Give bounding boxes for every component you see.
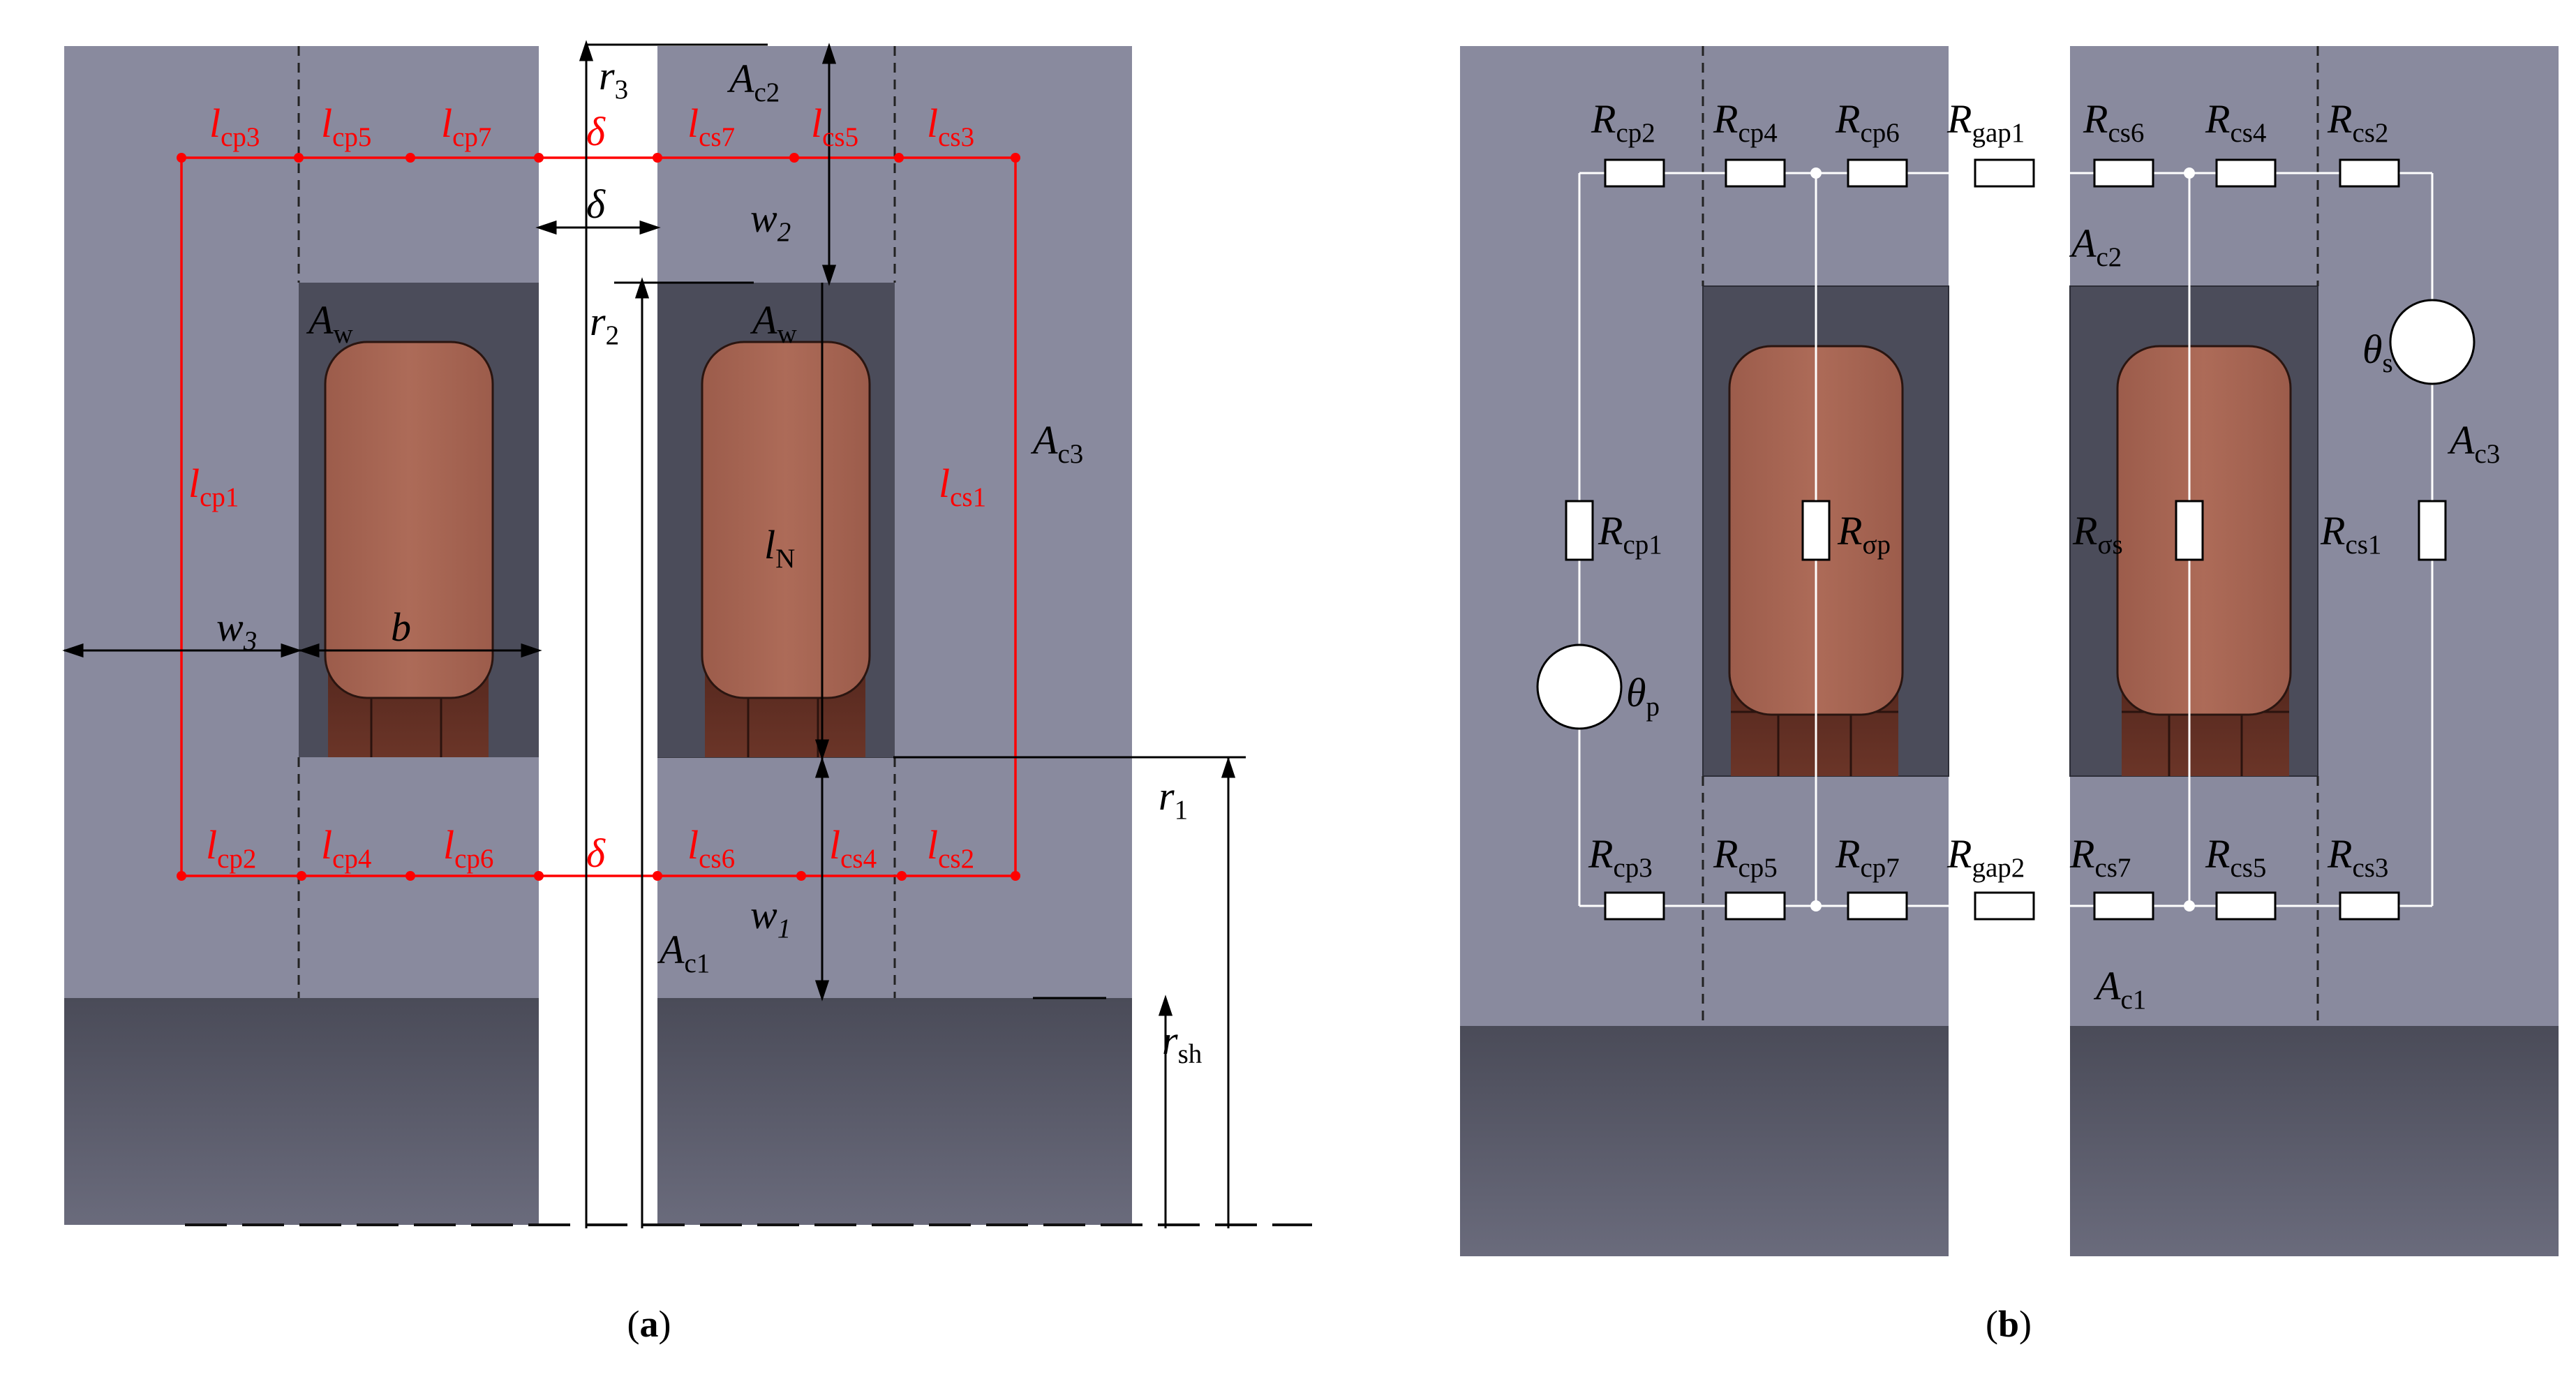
- resistor: [1725, 158, 1786, 188]
- label-Rcs4: Rcs4: [2205, 96, 2266, 148]
- label-Ac1: Ac1: [2093, 963, 2146, 1015]
- label-lcs6: lcs6: [687, 822, 735, 874]
- label-Ac1: Ac1: [657, 927, 710, 978]
- label-lN: lN: [764, 522, 795, 574]
- mmf-sources: [1536, 299, 2476, 730]
- label-Rcp5: Rcp5: [1713, 831, 1778, 883]
- theta-p-source: [1536, 643, 1623, 730]
- circuit-nodes: [1810, 168, 2195, 911]
- label-Ac3: Ac3: [1030, 417, 1083, 469]
- label-lcp6: lcp6: [443, 822, 493, 874]
- label-Rcs3: Rcs3: [2327, 831, 2388, 883]
- resistor: [1974, 891, 2035, 921]
- resistor: [2093, 158, 2154, 188]
- label-Rcs6: Rcs6: [2083, 96, 2144, 148]
- label-lcs4: lcs4: [829, 822, 877, 874]
- label-lcs3: lcs3: [927, 101, 974, 152]
- label-lcp3: lcp3: [209, 101, 260, 152]
- label-lcs7: lcs7: [687, 101, 735, 152]
- panel-a-path-labels: lcp3 lcp5 lcp7 δ lcs7 lcs5 lcs3 lcp1 lcs1 lcp2 lcp…: [188, 101, 986, 876]
- resistor: [1847, 158, 1908, 188]
- label-Rcs2: Rcs2: [2327, 96, 2388, 148]
- label-r1: r1: [1159, 773, 1188, 825]
- resistor: [1565, 500, 1594, 561]
- primary-coil: [324, 341, 494, 757]
- label-lcs1: lcs1: [939, 461, 986, 512]
- label-lcp2: lcp2: [206, 822, 256, 874]
- label-lcp1: lcp1: [188, 461, 239, 512]
- label-b: b: [391, 604, 411, 650]
- secondary-coil: [701, 341, 871, 757]
- resistor: [2339, 891, 2400, 921]
- label-Rcp2: Rcp2: [1591, 96, 1655, 148]
- label-w1: w1: [750, 892, 791, 944]
- label-Rcp1: Rcp1: [1598, 508, 1662, 560]
- label-Rcs1: Rcs1: [2320, 508, 2381, 560]
- label-Rcs5: Rcs5: [2205, 831, 2266, 883]
- label-Rcs7: Rcs7: [2069, 831, 2131, 883]
- label-lcs2: lcs2: [927, 822, 974, 874]
- primary-shaft: [64, 998, 539, 1225]
- label-r2: r2: [590, 299, 619, 350]
- resistor: [1974, 158, 2035, 188]
- label-rsh: rsh: [1162, 1018, 1202, 1069]
- label-theta_s: θs: [2362, 327, 2393, 378]
- label-Ac2: Ac2: [727, 56, 780, 107]
- label-lcp5: lcp5: [321, 101, 371, 152]
- dimension-lines: [62, 40, 1246, 1228]
- label-Rsigs: Rσs: [2072, 508, 2123, 560]
- resistor: [2339, 158, 2400, 188]
- label-theta_p: θp: [1626, 670, 1660, 722]
- label-Rcp4: Rcp4: [1713, 96, 1778, 148]
- label-w2: w2: [750, 195, 791, 247]
- theta-s-source: [2389, 299, 2476, 385]
- label-Rcp7: Rcp7: [1835, 831, 1900, 883]
- label-Rgap2: Rgap2: [1946, 831, 2025, 883]
- resistor: [2215, 891, 2277, 921]
- resistor: [1801, 500, 1831, 561]
- label-r3: r3: [599, 53, 628, 105]
- resistor: [2175, 500, 2204, 561]
- secondary-shaft: [2070, 1026, 2559, 1256]
- caption-a: (a): [627, 1303, 671, 1345]
- label-Rcp6: Rcp6: [1835, 96, 1900, 148]
- resistor: [1847, 891, 1908, 921]
- label-lcp4: lcp4: [321, 822, 371, 874]
- label-Rcp3: Rcp3: [1588, 831, 1653, 883]
- path-nodes: [177, 153, 1020, 881]
- resistor: [1604, 891, 1665, 921]
- label-Aw_right: Aw: [750, 297, 797, 349]
- panel-a: lcp3 lcp5 lcp7 δ lcs7 lcs5 lcs3 lcp1 lcs1 lcp2 lcp…: [62, 40, 1312, 1345]
- label-Aw_left: Aw: [306, 297, 353, 349]
- resistor: [2093, 891, 2154, 921]
- secondary-coil: [2116, 345, 2292, 776]
- label-w3: w3: [216, 604, 257, 656]
- label-delta_bot: δ: [586, 831, 606, 876]
- label-lcs5: lcs5: [811, 101, 858, 152]
- label-Rgap1: Rgap1: [1946, 96, 2025, 148]
- label-Ac3: Ac3: [2447, 417, 2500, 469]
- resistor: [1725, 891, 1786, 921]
- label-Ac2: Ac2: [2069, 221, 2122, 272]
- label-delta_dim: δ: [586, 181, 606, 227]
- label-delta_top: δ: [586, 109, 606, 154]
- resistors: [1565, 158, 2447, 921]
- primary-shaft: [1460, 1026, 1949, 1256]
- caption-b: (b): [1986, 1303, 2032, 1345]
- resistor: [2418, 500, 2447, 561]
- label-Rsigp: Rσp: [1837, 508, 1891, 560]
- resistor: [2215, 158, 2277, 188]
- label-lcp7: lcp7: [441, 101, 491, 152]
- secondary-shaft: [657, 998, 1132, 1225]
- resistor: [1604, 158, 1665, 188]
